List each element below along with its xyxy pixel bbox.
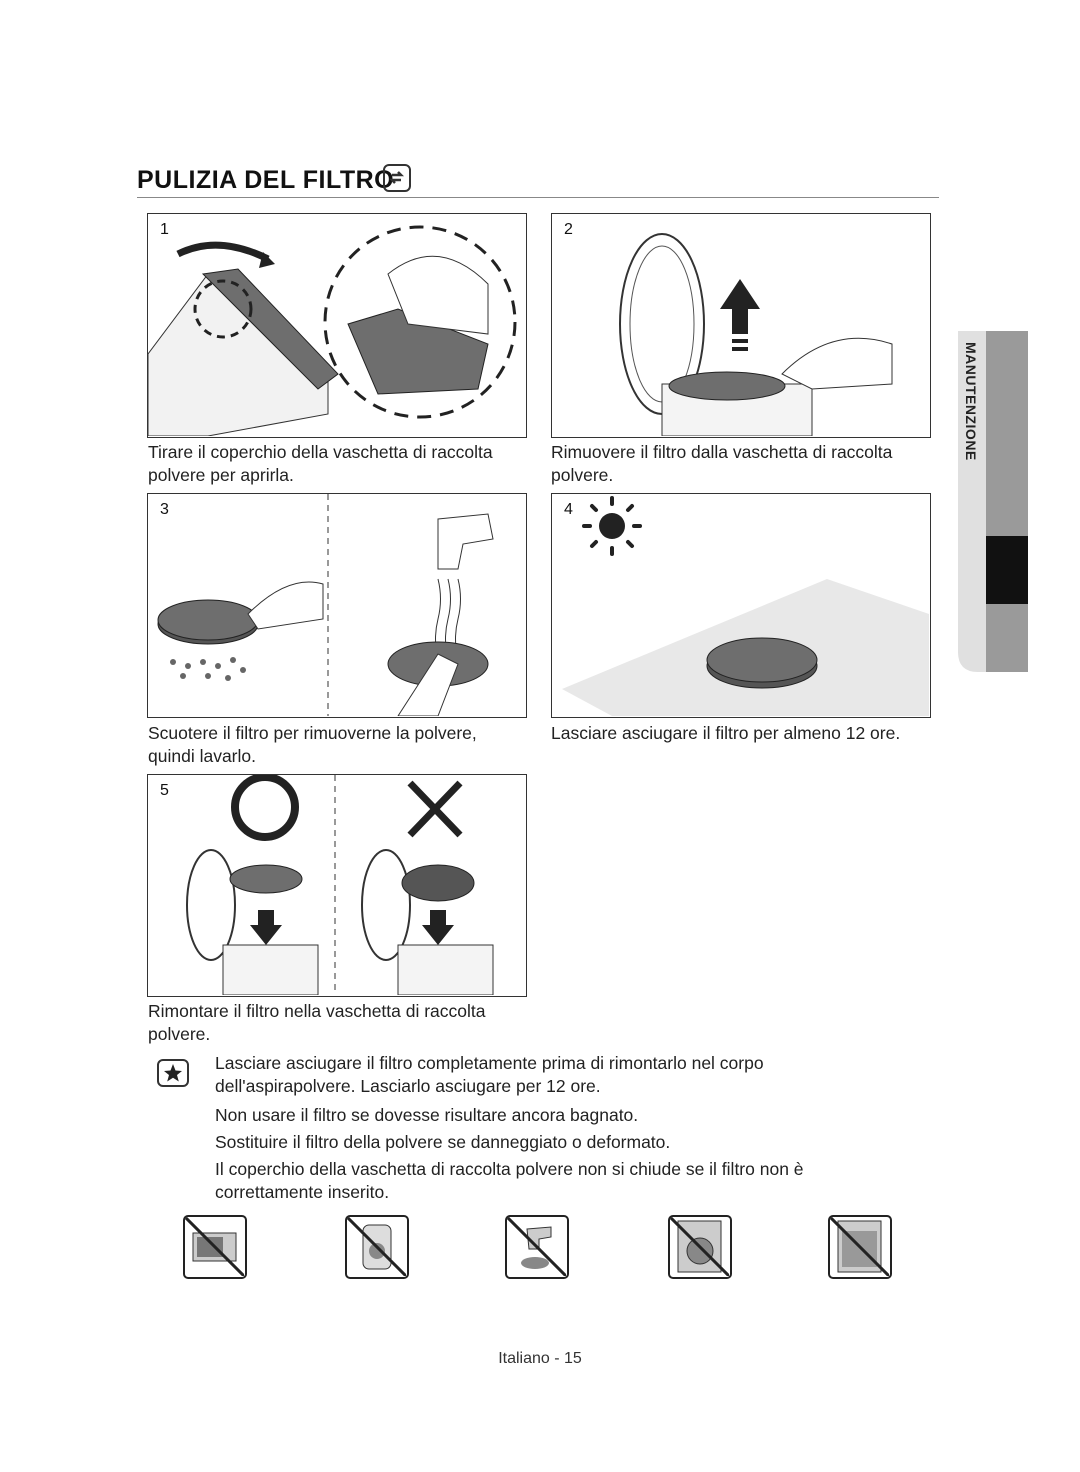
reinsert-filter-drawing [186, 773, 494, 996]
star-icon [157, 1059, 189, 1087]
step-5-caption: Rimontare il filtro nella vaschetta di r… [148, 1001, 486, 1044]
note-3: Sostituire il filtro della polvere se da… [215, 1132, 671, 1152]
note-4: Il coperchio della vaschetta di raccolta… [215, 1159, 804, 1202]
note-1: Lasciare asciugare il filtro completamen… [215, 1053, 764, 1096]
remove-filter-drawing [619, 233, 893, 437]
step-2-caption: Rimuovere il filtro dalla vaschetta di r… [551, 442, 893, 485]
open-dustbin-cover-drawing [147, 225, 517, 437]
step-1-caption: Tirare il coperchio della vaschetta di r… [148, 442, 493, 485]
step-4-caption: Lasciare asciugare il filtro per almeno … [551, 723, 901, 743]
page-title: PULIZIA DEL FILTRO [137, 166, 395, 194]
step-2-illustration: 2 [551, 213, 931, 438]
no-washing-machine-icon [668, 1215, 732, 1279]
no-microwave-icon [183, 1215, 247, 1279]
page-footer: Italiano - 15 [498, 1350, 582, 1367]
step-1-number: 1 [160, 221, 169, 238]
step-5-number: 5 [160, 782, 169, 799]
section-side-tab [958, 331, 1028, 672]
step-5-illustration: 5 [147, 773, 527, 997]
no-tap-water-hot-icon [505, 1215, 569, 1279]
plug-icon [383, 164, 411, 192]
shake-and-wash-filter-drawing [157, 494, 494, 717]
step-1-illustration: 1 [147, 213, 527, 438]
no-dishwasher-icon [828, 1215, 892, 1279]
note-2: Non usare il filtro se dovesse risultare… [215, 1105, 639, 1125]
step-4-number: 4 [564, 501, 573, 518]
step-2-number: 2 [564, 221, 573, 238]
no-dryer-icon [345, 1215, 409, 1279]
step-3-illustration: 3 [147, 493, 527, 718]
dry-filter-drawing [562, 496, 929, 716]
step-3-number: 3 [160, 501, 169, 518]
step-3-caption: Scuotere il filtro per rimuoverne la pol… [148, 723, 477, 766]
step-4-illustration: 4 [551, 493, 931, 718]
side-tab-label: MANUTENZIONE [963, 342, 979, 461]
title-divider [137, 197, 939, 198]
